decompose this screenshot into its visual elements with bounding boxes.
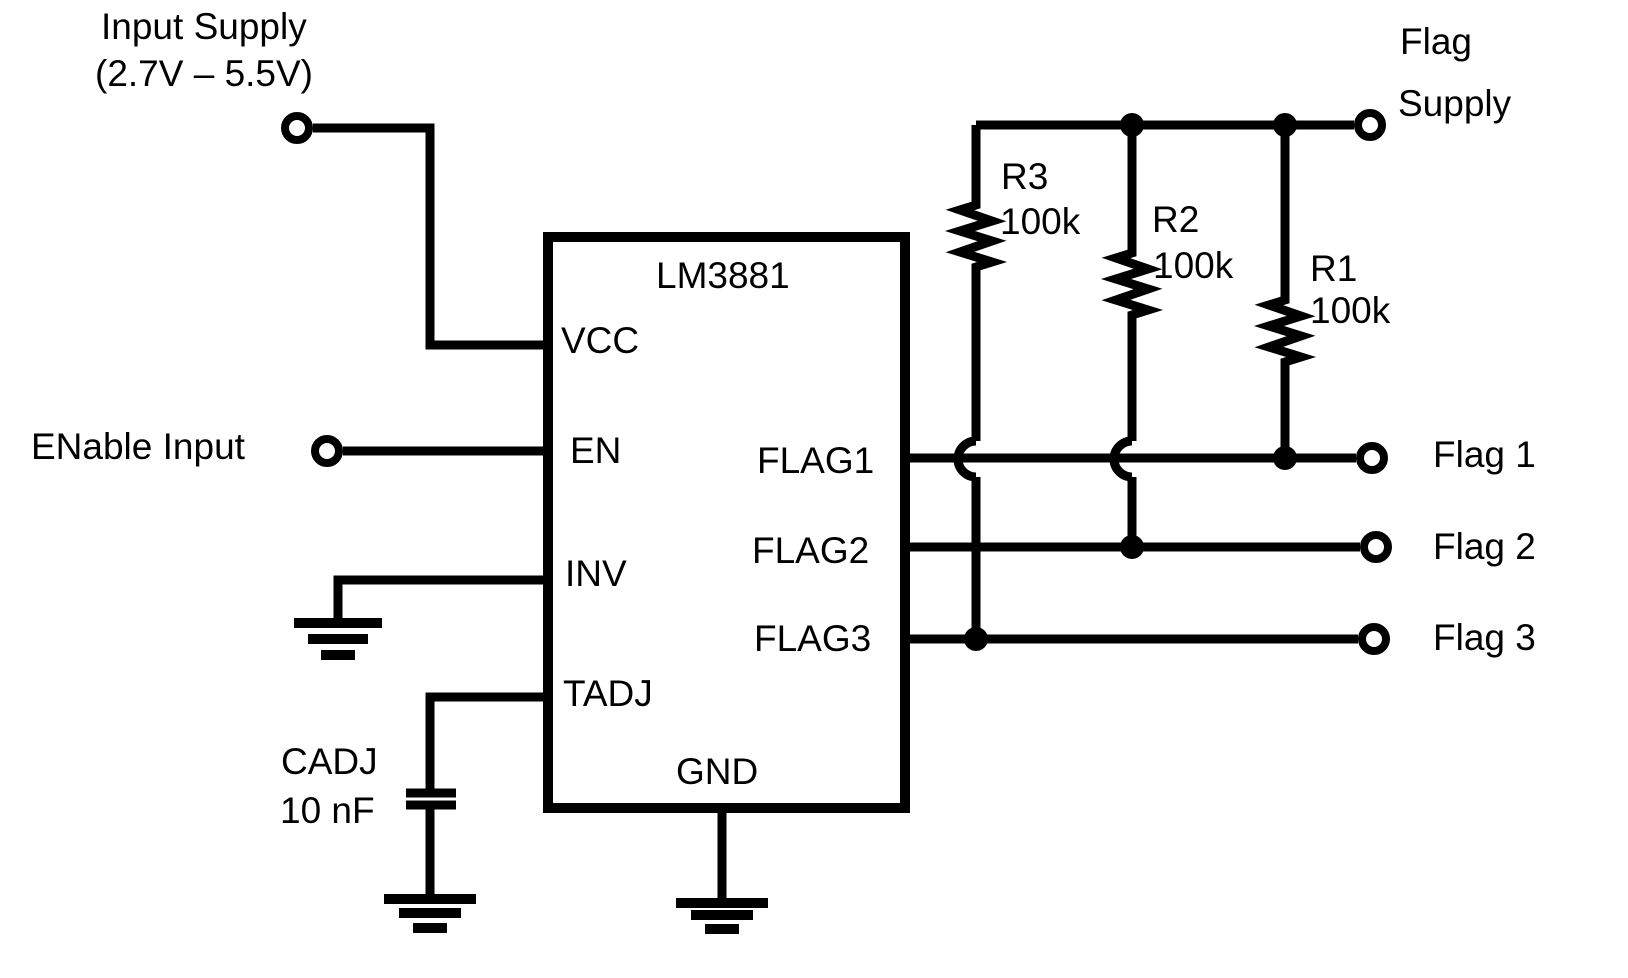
pin-label-flag1: FLAG1 bbox=[757, 440, 875, 481]
pin-label-tadj: TADJ bbox=[563, 673, 653, 714]
pin-label-inv: INV bbox=[565, 553, 627, 594]
resistor-r2-name: R2 bbox=[1152, 199, 1200, 240]
resistor-r1-value: 100k bbox=[1310, 290, 1391, 331]
capacitor-cadj bbox=[406, 788, 456, 810]
resistor-r2-element bbox=[1100, 125, 1164, 441]
junction-dot-r1-top bbox=[1273, 113, 1297, 137]
junction-dot-r1-flag1 bbox=[1273, 446, 1297, 470]
resistor-r3-value: 100k bbox=[1000, 201, 1081, 242]
resistor-r1 bbox=[1253, 125, 1317, 458]
flag-supply-label-line2: Supply bbox=[1398, 83, 1512, 124]
wire-hop-r2-over-flag1 bbox=[1109, 436, 1133, 482]
terminal-flag2 bbox=[1360, 531, 1392, 563]
input-supply-label-line2: (2.7V – 5.5V) bbox=[95, 53, 314, 94]
ground-symbol-inv bbox=[294, 618, 382, 660]
inv-ground-wire bbox=[333, 575, 548, 623]
flag1-label: Flag 1 bbox=[1433, 434, 1536, 475]
input-supply-wire bbox=[313, 123, 548, 350]
resistor-r1-name: R1 bbox=[1310, 248, 1358, 289]
pin-label-flag3: FLAG3 bbox=[754, 618, 872, 659]
terminal-input-supply bbox=[281, 112, 313, 144]
resistor-r1-element bbox=[1253, 125, 1317, 458]
input-supply-label-line1: Input Supply bbox=[101, 6, 307, 47]
junction-dot-r2-flag2 bbox=[1120, 535, 1144, 559]
pin-label-en: EN bbox=[570, 430, 622, 471]
pin-label-vcc: VCC bbox=[561, 320, 640, 361]
flag2-label: Flag 2 bbox=[1433, 526, 1536, 567]
terminal-flag3 bbox=[1358, 623, 1390, 655]
terminal-enable-input bbox=[311, 435, 343, 467]
pin-label-flag2: FLAG2 bbox=[752, 530, 870, 571]
tadj-wire bbox=[425, 692, 548, 789]
ic-body bbox=[543, 232, 910, 813]
ground-symbol-cadj bbox=[384, 894, 476, 933]
ground-symbol-main bbox=[676, 898, 768, 934]
ic-title: LM3881 bbox=[656, 255, 790, 296]
resistor-r2 bbox=[1100, 125, 1164, 547]
resistor-r3-name: R3 bbox=[1001, 156, 1049, 197]
junction-dot-r3-flag3 bbox=[964, 627, 988, 651]
capacitor-name-label: CADJ bbox=[281, 741, 378, 782]
terminal-flag1 bbox=[1356, 442, 1388, 474]
capacitor-value-label: 10 nF bbox=[280, 790, 375, 831]
resistor-r3-element bbox=[944, 125, 1008, 441]
resistor-r2-value: 100k bbox=[1153, 245, 1234, 286]
terminal-flag-supply bbox=[1354, 109, 1386, 141]
enable-input-label: ENable Input bbox=[31, 426, 245, 467]
flag-supply-label-line1: Flag bbox=[1400, 21, 1472, 62]
resistor-r3 bbox=[944, 125, 1008, 639]
pin-label-gnd: GND bbox=[676, 751, 759, 792]
flag3-label: Flag 3 bbox=[1433, 617, 1536, 658]
wire-hop-r3-over-flag1 bbox=[953, 436, 977, 482]
junction-dot-r2-top bbox=[1120, 113, 1144, 137]
